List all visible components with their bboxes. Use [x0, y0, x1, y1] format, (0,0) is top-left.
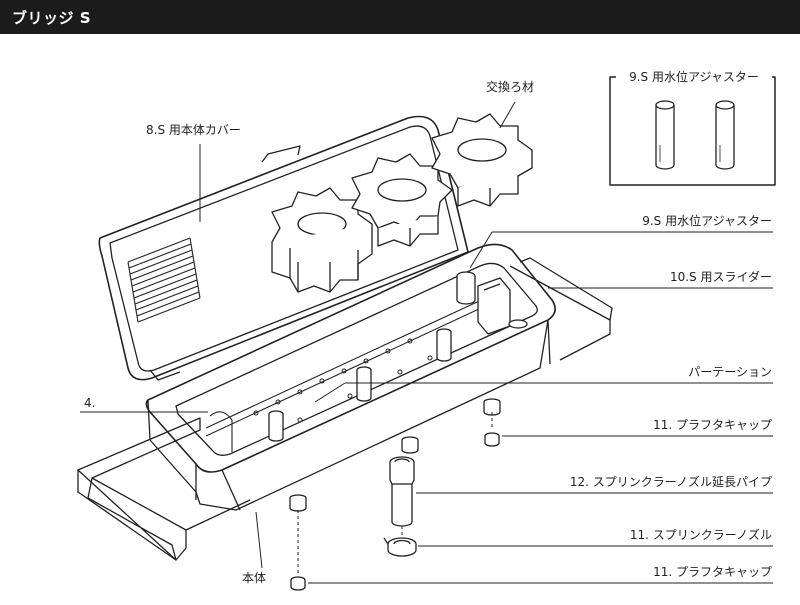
- tank-holes: [253, 338, 433, 423]
- water-level-adjuster-left: [655, 100, 675, 170]
- sprinkler-extension-pipe: [389, 456, 415, 527]
- slider-tray: [77, 257, 613, 561]
- float-cap-1: [484, 432, 500, 447]
- label-nozzle: 11. スプリンクラーノズル: [629, 528, 772, 542]
- body-cover: [98, 115, 469, 381]
- exploded-parts-diagram: [77, 76, 776, 591]
- label-media: 交換ろ材: [486, 80, 535, 94]
- body-feet: [289, 398, 501, 512]
- filter-media-center: [351, 153, 453, 247]
- filter-media-right: [431, 113, 533, 207]
- partition: [205, 295, 495, 452]
- sprinkler-nozzle: [383, 537, 417, 557]
- label-main-body: 本体: [242, 571, 267, 585]
- page-title: ブリッジ S: [12, 9, 92, 27]
- cover-vent-grille: [127, 237, 201, 323]
- label-part-4: 4.: [84, 396, 96, 410]
- water-level-adjuster-right: [715, 100, 735, 170]
- inset-box: [609, 76, 776, 186]
- label-partition: パーテーション: [688, 365, 772, 379]
- filter-media-left: [271, 187, 373, 293]
- label-float-cap-1: 11. プラフタキャップ: [653, 418, 772, 432]
- header-bar: ブリッジ S: [0, 0, 800, 34]
- leader-lines: [80, 101, 773, 584]
- main-body: [145, 243, 556, 511]
- float-cap-2: [290, 576, 306, 591]
- inset-title-adjuster: 9.S 用水位アジャスター: [616, 70, 772, 84]
- adjuster-in-tank: [456, 271, 528, 335]
- tank-posts: [268, 328, 452, 442]
- label-body-cover: 8.S 用本体カバー: [146, 123, 241, 137]
- label-float-cap-2: 11. プラフタキャップ: [653, 565, 772, 579]
- label-slider: 10.S 用スライダー: [669, 270, 772, 284]
- label-extension-pipe: 12. スプリンクラーノズル延長パイプ: [569, 475, 772, 489]
- label-adjuster: 9.S 用水位アジャスター: [642, 214, 772, 228]
